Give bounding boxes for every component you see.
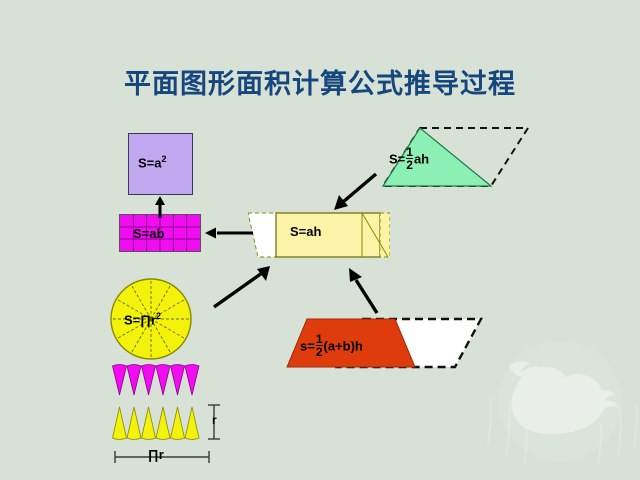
parallelogram-figure xyxy=(248,212,390,258)
height-dimension-mark xyxy=(208,404,220,440)
arrow-circle-to-parallelogram xyxy=(213,266,270,309)
parallelogram-formula-label: S=ah xyxy=(290,224,322,239)
triangle-figure xyxy=(381,127,530,187)
arrow-trapezoid-to-parallelogram xyxy=(349,268,379,314)
arrow-parallelogram-to-rect xyxy=(205,227,253,239)
width-dimension-mark xyxy=(114,451,210,463)
circle-formula-label: S=∏r2 xyxy=(124,311,162,328)
arrow-triangle-to-parallelogram xyxy=(334,172,378,210)
square-figure xyxy=(128,133,193,195)
rectangle-figure xyxy=(119,214,201,252)
rectangle-grid-lines xyxy=(120,215,200,251)
height-dimension-label: r xyxy=(212,413,217,427)
rectangle-formula-label: S=ab xyxy=(133,226,165,241)
arrow-rect-to-square xyxy=(155,196,165,218)
circle-figure xyxy=(110,278,192,360)
yellow-wedge-row xyxy=(112,406,200,440)
width-dimension-label: ∏r xyxy=(148,447,164,462)
phoenix-watermark xyxy=(487,341,638,466)
magenta-wedge-row xyxy=(112,364,200,396)
page-title: 平面图形面积计算公式推导过程 xyxy=(124,69,516,100)
trapezoid-figure xyxy=(286,317,484,369)
square-formula-label: S=a2 xyxy=(138,154,167,171)
